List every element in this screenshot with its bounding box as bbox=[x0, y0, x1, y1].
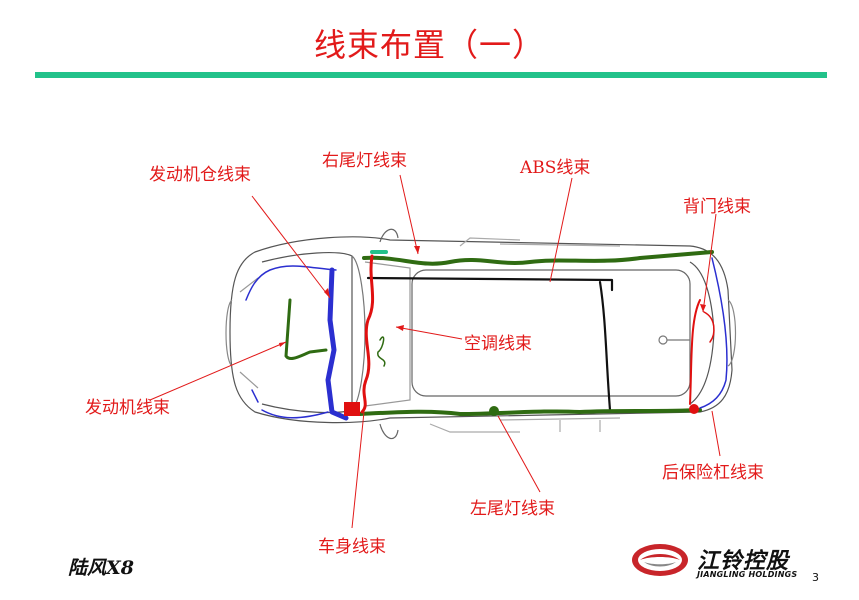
model-name: 陆风X8 bbox=[68, 557, 134, 579]
leader-lines bbox=[149, 174, 721, 529]
label-engine-bay-harness: 发动机仓线束 bbox=[149, 165, 251, 185]
label-right-tail-harness: 右尾灯线束 bbox=[322, 151, 407, 171]
page-title: 线束布置（一） bbox=[313, 26, 545, 64]
leader-arrowheads bbox=[279, 246, 706, 347]
company-name-en: JIANGLING HOLDINGS bbox=[697, 570, 798, 579]
jiangling-logo-icon bbox=[632, 544, 688, 576]
title-underline bbox=[35, 72, 827, 78]
label-engine-harness: 发动机线束 bbox=[85, 398, 170, 418]
label-rear-bumper-harness: 后保险杠线束 bbox=[662, 463, 764, 483]
label-back-door-harness: 背门线束 bbox=[683, 197, 751, 217]
harness-lines bbox=[245, 250, 728, 421]
car-outline bbox=[225, 228, 737, 440]
label-ac-harness: 空调线束 bbox=[464, 334, 532, 354]
label-body-harness: 车身线束 bbox=[318, 537, 386, 557]
label-abs-harness: ABS线束 bbox=[520, 158, 591, 178]
page-number: 3 bbox=[812, 571, 819, 584]
company-name-cn: 江铃控股 bbox=[697, 549, 790, 574]
label-left-tail-harness: 左尾灯线束 bbox=[470, 499, 555, 519]
